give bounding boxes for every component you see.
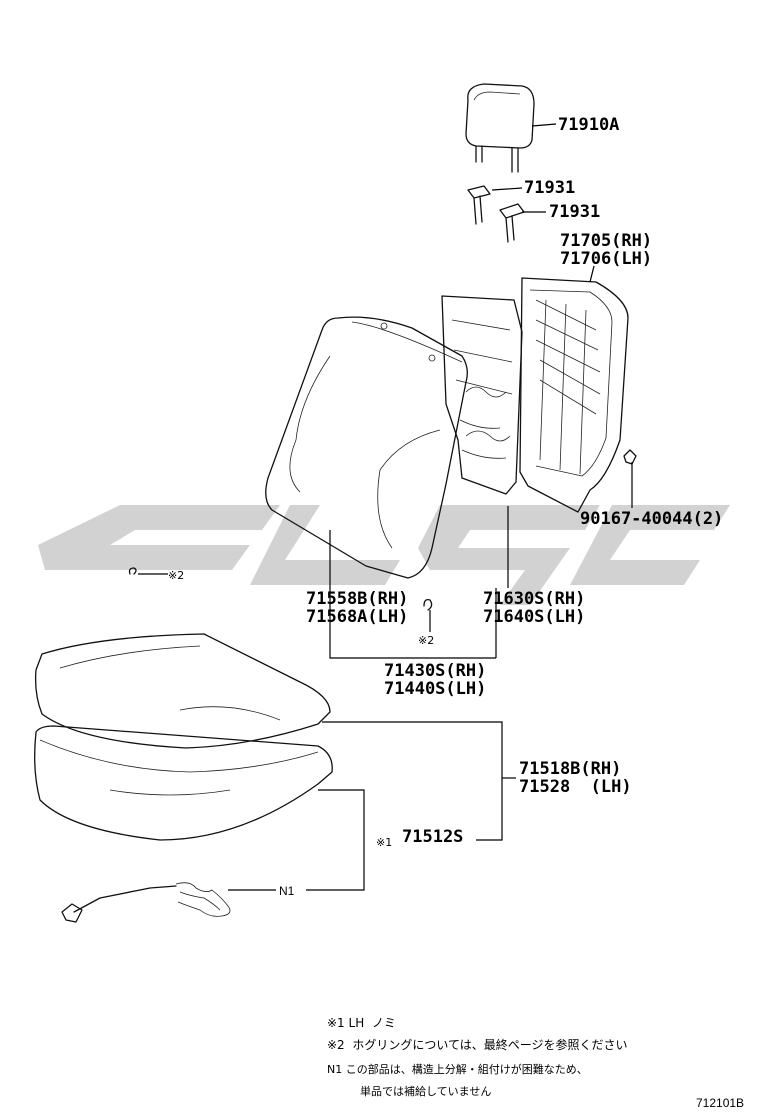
part-labels: 71910A 71931 71931 71705(RH) 71706(LH) 9…: [168, 115, 723, 898]
seat-heater-wire: [61, 882, 231, 923]
label-cushion-lh: 71528 (LH): [519, 777, 632, 797]
label-back-pad-lh: 71640S(LH): [483, 607, 585, 627]
note-1: ※1 LH ノミ: [327, 1016, 396, 1030]
label-support-1: 71931: [524, 178, 575, 198]
leader-lines: [138, 123, 633, 891]
label-back-cover-rh: 71558B(RH): [306, 589, 408, 609]
label-back-cover-lh: 71568A(LH): [306, 607, 408, 627]
label-back-assy-lh: 71440S(LH): [384, 679, 486, 699]
label-headrest: 71910A: [558, 115, 619, 135]
cushion-cover: [34, 633, 331, 749]
footnotes: ※1 LH ノミ ※2 ホグリングについては、最終ページを参照ください N1 こ…: [327, 1016, 627, 1098]
label-support-2: 71931: [549, 202, 600, 222]
label-back-pad-rh: 71630S(RH): [483, 589, 585, 609]
clip-drawing: [623, 449, 637, 465]
figure-code: 712101B: [696, 1096, 744, 1110]
mark-hog-ring-1: ※2: [168, 569, 184, 582]
label-frame-rh: 71705(RH): [560, 231, 652, 251]
label-back-assy-rh: 71430S(RH): [384, 661, 486, 681]
label-wire: N1: [279, 884, 295, 898]
cushion-pad: [34, 725, 333, 841]
label-frame-lh: 71706(LH): [560, 249, 652, 269]
headrest-supports: [467, 185, 525, 243]
watermark-logo: [38, 505, 730, 605]
hog-ring: [128, 567, 433, 611]
label-cushion-rh: 71518B(RH): [519, 759, 621, 779]
note-2: ※2 ホグリングについては、最終ページを参照ください: [327, 1037, 627, 1052]
note-3-line-2: 単品では補給していません: [360, 1084, 491, 1098]
mark-hog-ring-2: ※2: [418, 634, 434, 647]
note-3-line-1: N1 この部品は、構造上分解・組付けが困難なため、: [327, 1062, 588, 1076]
label-clip: 90167-40044(2): [580, 509, 723, 529]
mark-lh-only: ※1: [376, 836, 392, 849]
label-cushion-pad: 71512S: [402, 827, 463, 847]
seatback-frame: [441, 277, 629, 513]
seatback-cover: [265, 316, 468, 579]
headrest-drawing: [465, 83, 535, 173]
